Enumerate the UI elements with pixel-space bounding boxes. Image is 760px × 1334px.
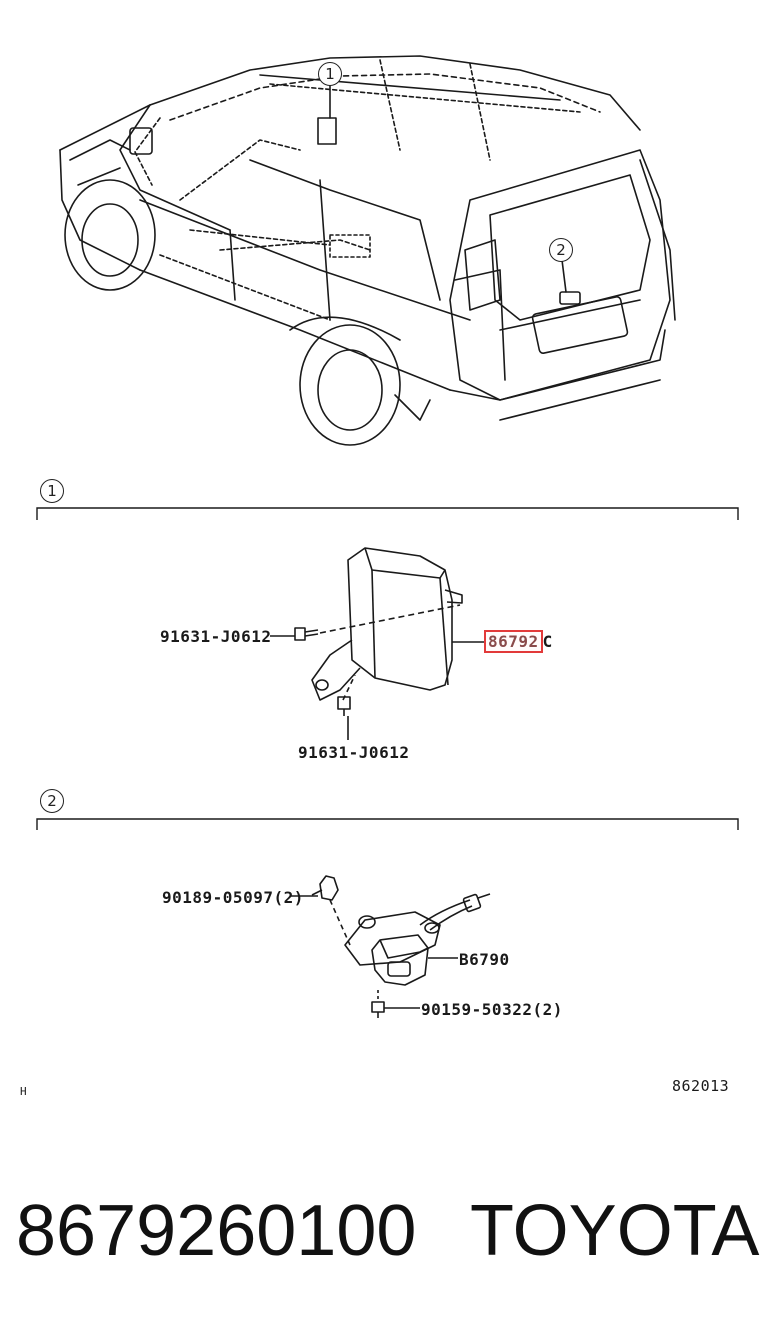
label-screw[interactable]: 90159-50322(2) <box>421 1000 563 1019</box>
part-suffix: C <box>542 632 553 651</box>
callout-2-vehicle[interactable]: 2 <box>549 238 573 262</box>
diagram-left-mark: H <box>20 1085 28 1098</box>
figure-number: 862013 <box>672 1077 730 1095</box>
highlighted-part-number[interactable]: 86792 <box>484 630 543 653</box>
section-2-marker: 2 <box>40 789 64 813</box>
vehicle-illustration <box>59 55 676 446</box>
label-bolt-a[interactable]: 91631-J0612 <box>160 627 272 646</box>
label-bolt-b[interactable]: 91631-J0612 <box>298 743 410 762</box>
section-1-marker: 1 <box>40 479 64 503</box>
label-clip[interactable]: 90189-05097(2) <box>162 888 304 907</box>
footer-brand: TOYOTA <box>470 1191 760 1271</box>
callout-1-vehicle[interactable]: 1 <box>318 62 342 86</box>
footer-part-number: 8679260100 <box>16 1191 417 1271</box>
label-camera[interactable]: B6790 <box>459 950 510 969</box>
